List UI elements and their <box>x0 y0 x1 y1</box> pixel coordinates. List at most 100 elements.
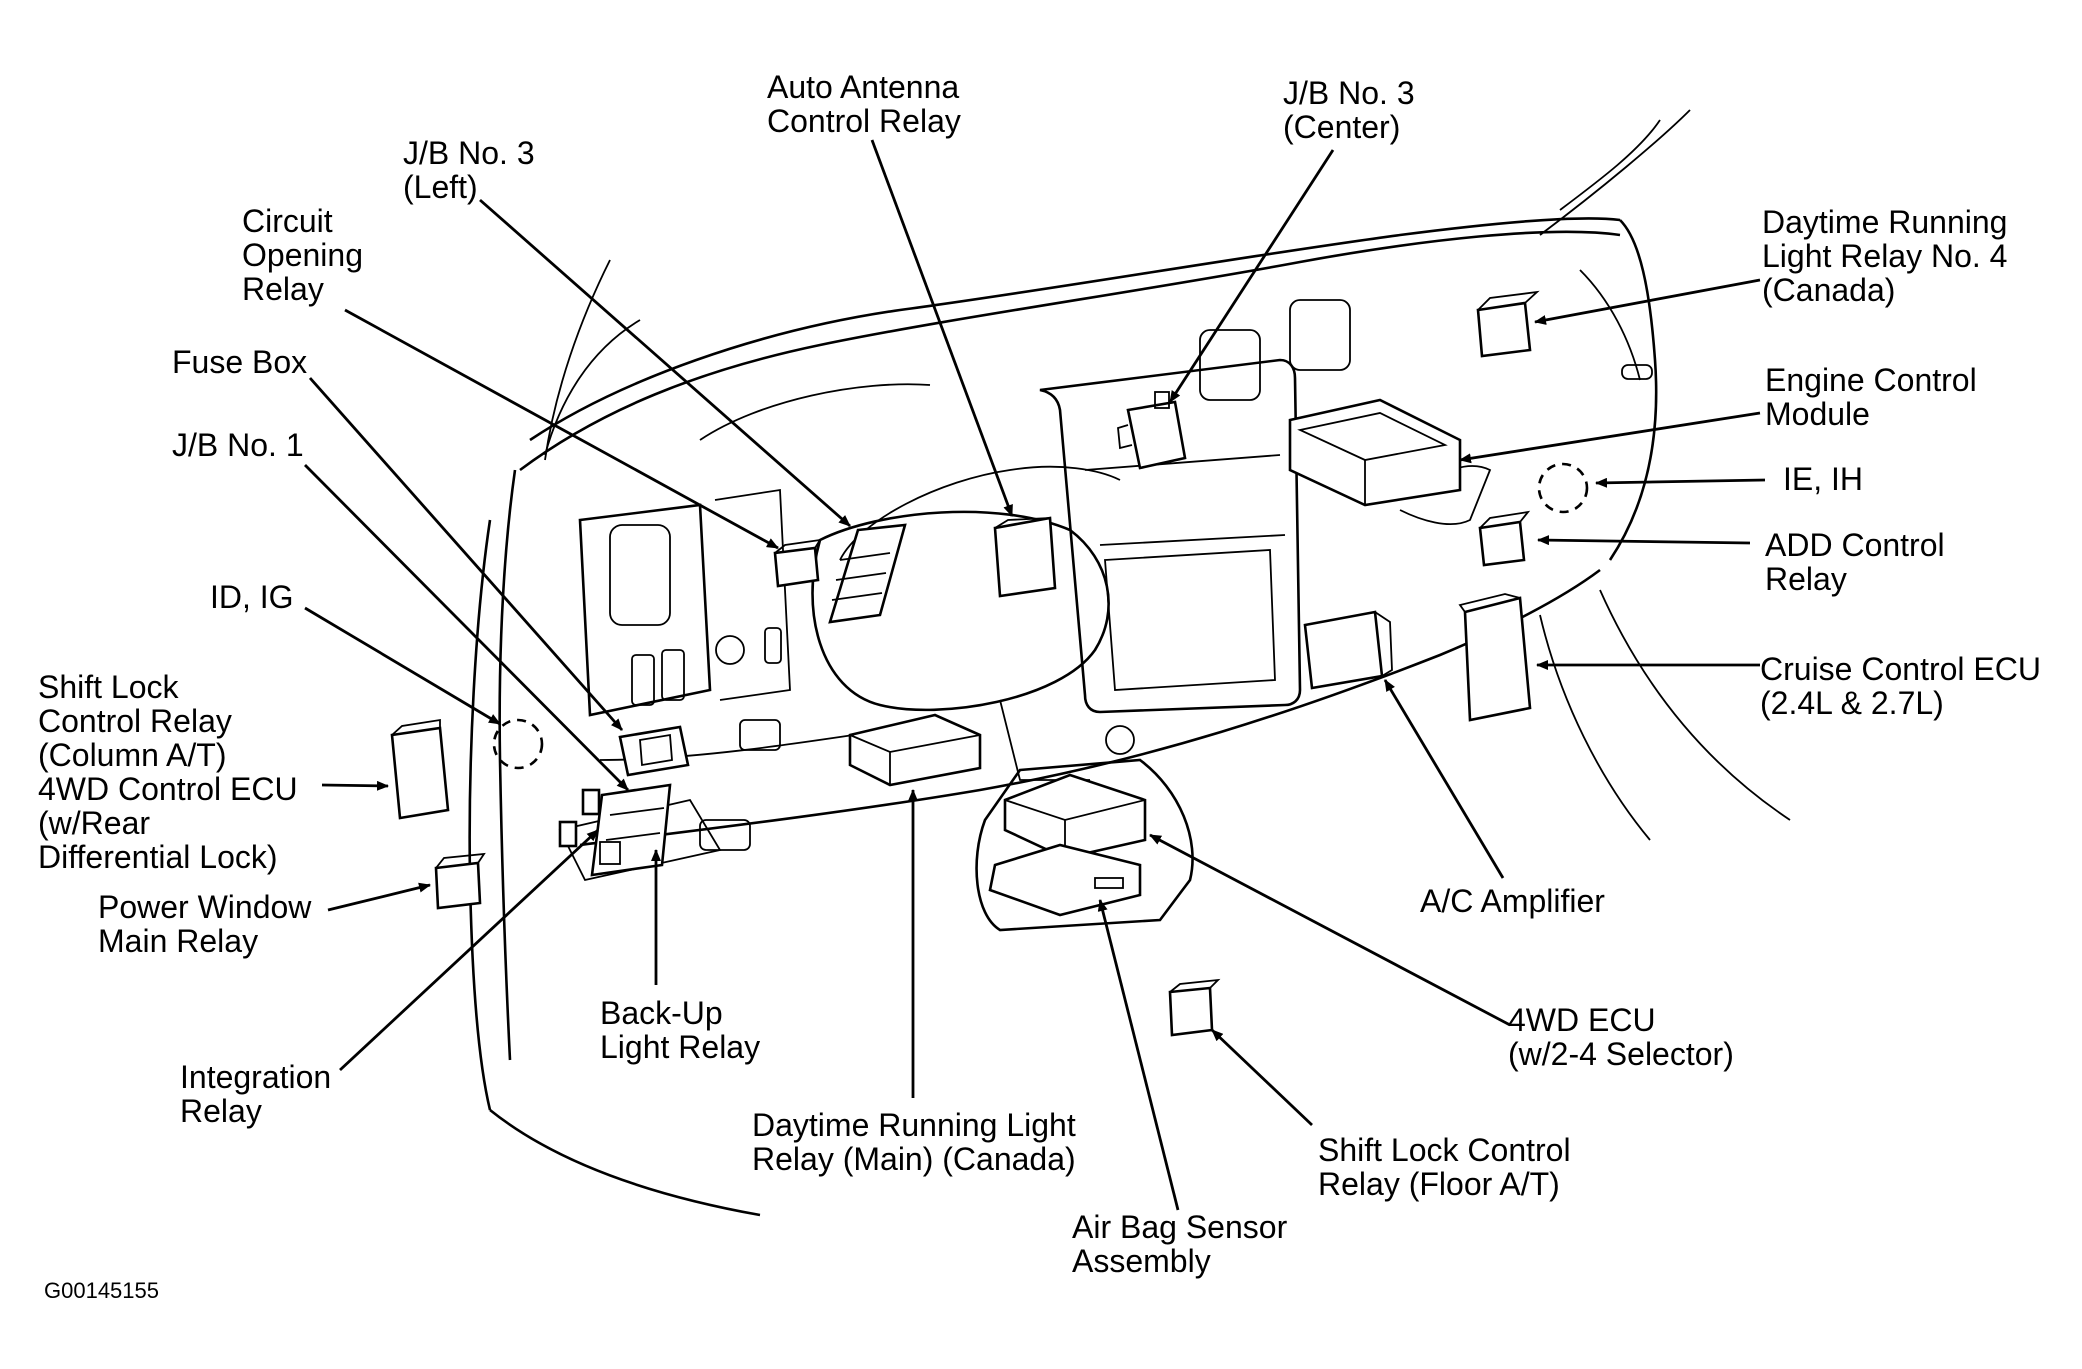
cruise-control-ecu <box>1458 593 1532 722</box>
label-ie-ih: IE, IH <box>1783 462 1863 496</box>
label-line: Relay <box>242 271 324 307</box>
label-line: Fuse Box <box>172 344 308 380</box>
leader-auto-antenna <box>870 139 1014 517</box>
leader-drl4 <box>1534 278 1761 325</box>
label-line: Circuit <box>242 203 333 239</box>
label-cruise-control-ecu: Cruise Control ECU(2.4L & 2.7L) <box>1760 652 2041 720</box>
label-line: Control Relay <box>767 103 961 139</box>
label-line: Main Relay <box>98 923 259 959</box>
label-line: Light Relay No. 4 <box>1762 238 2008 274</box>
leader-ecm <box>1459 411 1761 464</box>
jb-no3-center <box>1117 391 1187 470</box>
label-line: Differential Lock) <box>38 839 278 875</box>
label-line: Shift Lock Control <box>1318 1132 1571 1168</box>
label-line: Back-Up <box>600 995 723 1031</box>
label-line: J/B No. 3 <box>403 135 535 171</box>
leader-add-relay <box>1537 535 1751 546</box>
leader-air-bag <box>1097 899 1180 1211</box>
power-window-relay <box>434 852 486 910</box>
leader-shift-lock-floor <box>1211 1028 1313 1127</box>
ie-ih-connector-circle <box>1537 462 1589 514</box>
circuit-opening-relay <box>773 538 822 588</box>
add-control-relay <box>1478 510 1531 567</box>
label-line: ADD Control <box>1765 527 1945 563</box>
leader-id-ig <box>304 606 501 726</box>
label-line: Integration <box>180 1059 332 1095</box>
leader-ac-amp <box>1383 679 1505 879</box>
label-line: Cruise Control ECU <box>1760 651 2041 687</box>
shift-lock-floor-relay <box>1168 978 1221 1037</box>
leader-shift-lock-column <box>321 780 389 791</box>
label-line: IE, IH <box>1783 461 1864 497</box>
id-ig-connector-circle <box>492 718 544 770</box>
leader-integration <box>339 828 599 1072</box>
label-4wd-ecu: 4WD ECU(w/2-4 Selector) <box>1508 1003 1734 1071</box>
label-line: (Canada) <box>1762 272 1896 308</box>
label-line: Light Relay <box>600 1029 761 1065</box>
label-line: 4WD Control ECU <box>38 771 298 807</box>
leader-ie-ih <box>1595 477 1766 488</box>
shift-lock-column-relay <box>390 718 450 820</box>
label-line: (2.4L & 2.7L) <box>1760 685 1944 721</box>
label-line: Relay <box>180 1093 262 1129</box>
label-line: Air Bag Sensor <box>1072 1209 1288 1245</box>
leader-jb1 <box>304 464 629 791</box>
label-line: Module <box>1765 396 1870 432</box>
small-relays-left <box>558 788 601 848</box>
label-line: (Left) <box>403 169 478 205</box>
label-line: (Column A/T) <box>38 737 227 773</box>
jb-no1 <box>590 783 672 877</box>
label-line: Relay <box>1765 561 1847 597</box>
label-fuse-box: Fuse Box <box>172 345 307 379</box>
air-bag-sensor <box>988 843 1142 917</box>
label-line: Control Relay <box>38 703 232 739</box>
label-line: (Center) <box>1283 109 1401 145</box>
figure-id: G00145155 <box>44 1278 159 1303</box>
leader-fuse-box <box>308 377 624 731</box>
label-line: Relay (Main) (Canada) <box>752 1141 1076 1177</box>
leader-circuit-opening <box>344 308 779 550</box>
label-jb3-left: J/B No. 3(Left) <box>403 136 535 204</box>
label-jb1: J/B No. 1 <box>172 428 304 462</box>
drl-main-relay <box>848 713 982 787</box>
leader-power-window <box>327 882 431 912</box>
leader-4wd-ecu <box>1149 833 1511 1027</box>
label-line: Assembly <box>1072 1243 1211 1279</box>
jb-no3-left <box>828 523 907 624</box>
label-line: ID, IG <box>210 579 294 615</box>
engine-control-module <box>1288 398 1462 507</box>
label-line: Daytime Running Light <box>752 1107 1076 1143</box>
ecu-4wd <box>1003 773 1147 860</box>
label-line: (w/2-4 Selector) <box>1508 1036 1734 1072</box>
label-ac-amplifier: A/C Amplifier <box>1420 884 1605 918</box>
label-line: Daytime Running <box>1762 204 2008 240</box>
drl-relay-no4 <box>1476 290 1540 358</box>
ac-amplifier <box>1303 610 1393 690</box>
label-jb3-center: J/B No. 3(Center) <box>1283 76 1415 144</box>
label-line: Power Window <box>98 889 312 925</box>
label-line: Opening <box>242 237 363 273</box>
label-line: J/B No. 1 <box>172 427 304 463</box>
label-id-ig: ID, IG <box>210 580 294 614</box>
label-line: (w/Rear <box>38 805 151 841</box>
label-line: Engine Control <box>1765 362 1977 398</box>
label-line: 4WD ECU <box>1508 1002 1656 1038</box>
leader-lines <box>304 139 1766 1211</box>
leader-jb3-center <box>1168 149 1335 403</box>
leader-jb3-left <box>479 198 851 528</box>
label-line: Relay (Floor A/T) <box>1318 1166 1560 1202</box>
label-line: A/C Amplifier <box>1420 883 1605 919</box>
